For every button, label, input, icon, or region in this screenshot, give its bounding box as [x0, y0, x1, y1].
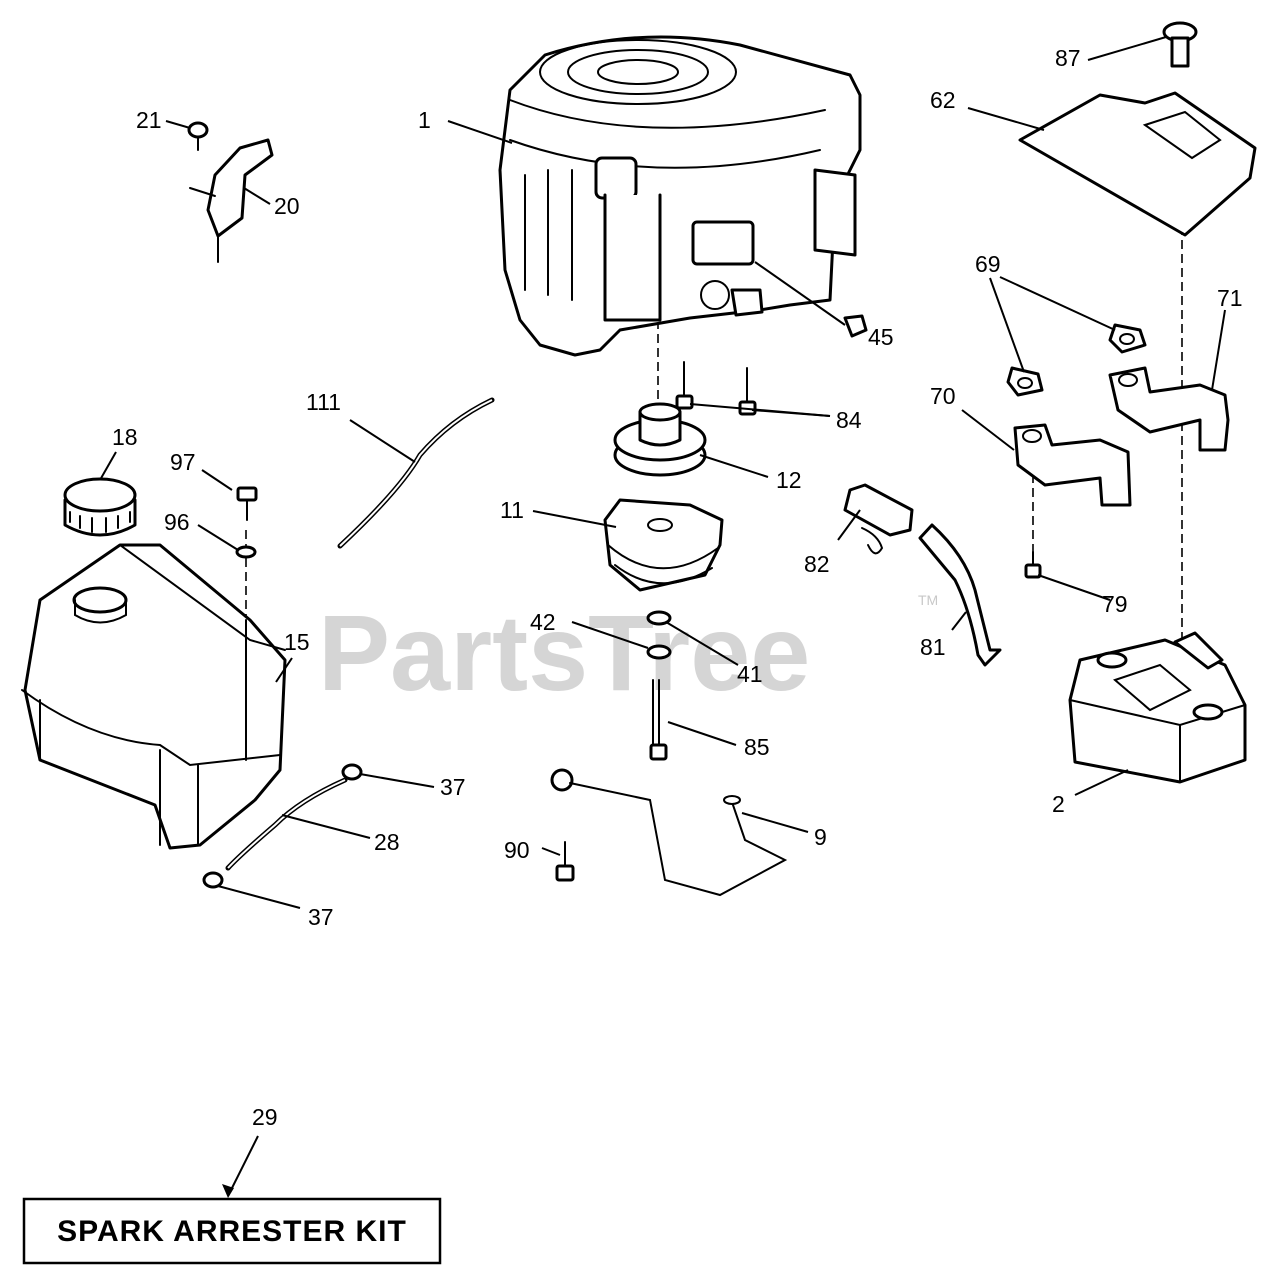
- callout-12: 12: [776, 467, 802, 493]
- rod-9-part[interactable]: [550, 768, 788, 897]
- leader-82: [837, 509, 861, 541]
- washer-96-part[interactable]: [235, 545, 257, 559]
- callout-37-lower: 37: [308, 904, 334, 930]
- leader-41: [665, 621, 739, 666]
- exhaust-pipe-70-part[interactable]: [1013, 423, 1132, 507]
- washer-42-part[interactable]: [646, 610, 672, 626]
- leader-111: [349, 419, 416, 463]
- leader-11: [532, 510, 617, 528]
- callout-97: 97: [170, 449, 196, 475]
- hose-81-part[interactable]: [918, 523, 1002, 667]
- leader-81: [951, 611, 967, 631]
- callout-79: 79: [1102, 591, 1128, 617]
- leader-42: [571, 621, 649, 649]
- leader-70: [961, 409, 1015, 451]
- leader-1: [447, 120, 513, 144]
- callout-71: 71: [1217, 285, 1243, 311]
- leader-85: [667, 721, 737, 746]
- leader-29: [227, 1135, 259, 1197]
- leader-79: [1037, 574, 1111, 601]
- callout-70: 70: [930, 383, 956, 409]
- leader-15: [275, 657, 293, 683]
- leader-21: [165, 120, 191, 129]
- callout-20: 20: [274, 193, 300, 219]
- callout-42: 42: [530, 609, 556, 635]
- nut-45-part[interactable]: [843, 314, 868, 338]
- fuel-cap-18-part[interactable]: [63, 477, 137, 537]
- callout-69: 69: [975, 251, 1001, 277]
- bolt-90-part[interactable]: [555, 841, 575, 882]
- callout-82: 82: [804, 551, 830, 577]
- watermark-brand: PartsTree: [318, 592, 810, 713]
- pulley-12-part[interactable]: [613, 402, 707, 477]
- callout-21: 21: [136, 107, 162, 133]
- watermark-trademark: TM: [918, 592, 938, 608]
- leader-69b: [999, 276, 1116, 331]
- washer-41-part[interactable]: [646, 644, 672, 660]
- leader-90: [541, 847, 561, 856]
- screw-87-part[interactable]: [1162, 21, 1198, 68]
- heat-shield-62-part[interactable]: [1018, 91, 1257, 237]
- callout-18: 18: [112, 424, 138, 450]
- leader-37a: [359, 773, 435, 788]
- callout-2: 2: [1052, 791, 1065, 817]
- leader-62: [967, 107, 1045, 131]
- leader-71: [1211, 309, 1226, 391]
- callout-29: 29: [252, 1104, 278, 1130]
- callout-84: 84: [836, 407, 862, 433]
- callout-9: 9: [814, 824, 827, 850]
- bracket-20-part[interactable]: [189, 138, 274, 263]
- callout-45: 45: [868, 324, 894, 350]
- spark-arrester-kit-label: SPARK ARRESTER KIT: [57, 1215, 407, 1248]
- screw-79-part[interactable]: [1024, 551, 1042, 579]
- callout-81: 81: [920, 634, 946, 660]
- callout-28: 28: [374, 829, 400, 855]
- clamp-37-upper-part[interactable]: [341, 763, 363, 781]
- callout-85: 85: [744, 734, 770, 760]
- clutch-11-part[interactable]: [603, 498, 724, 592]
- leader-37b: [217, 885, 301, 909]
- leader-97: [201, 469, 233, 491]
- leader-12: [699, 454, 769, 478]
- gasket-69-part[interactable]: [1006, 323, 1147, 397]
- callout-1: 1: [418, 107, 431, 133]
- leader-9: [741, 812, 809, 833]
- callout-37-upper: 37: [440, 774, 466, 800]
- leader-29-arrowhead: [222, 1184, 234, 1198]
- callout-96: 96: [164, 509, 190, 535]
- bolt-85-part[interactable]: [649, 679, 668, 761]
- clamp-37-lower-part[interactable]: [202, 871, 224, 889]
- callout-41: 41: [737, 661, 763, 687]
- leader-69a: [989, 277, 1025, 373]
- leader-2: [1074, 769, 1129, 796]
- leader-18: [99, 451, 117, 481]
- bolt-97-part[interactable]: [236, 486, 258, 521]
- leader-28: [281, 814, 371, 839]
- spark-arrester-kit-box: [22, 1197, 442, 1265]
- callout-15: 15: [284, 629, 310, 655]
- fuel-tank-15-part[interactable]: [21, 543, 287, 850]
- spark-arrester-kit[interactable]: 29 SPARK ARRESTER KIT: [22, 1104, 442, 1265]
- leader-84b: [751, 409, 831, 417]
- fuel-line-28-part[interactable]: [225, 777, 348, 871]
- callout-11: 11: [500, 497, 524, 523]
- callout-62: 62: [930, 87, 956, 113]
- leader-45: [754, 261, 846, 326]
- muffler-2-part[interactable]: [1068, 631, 1247, 784]
- leader-96: [197, 524, 239, 551]
- engine-part[interactable]: [498, 35, 862, 357]
- fuel-filter-82-part[interactable]: [843, 483, 914, 555]
- hose-111-part[interactable]: [337, 397, 495, 549]
- callout-87: 87: [1055, 45, 1081, 71]
- screw-21-part[interactable]: [187, 121, 209, 151]
- leader-87: [1087, 36, 1167, 61]
- exhaust-pipe-71-part[interactable]: [1108, 366, 1230, 452]
- callout-90: 90: [504, 837, 530, 863]
- leader-20: [243, 187, 271, 205]
- callout-111: 111: [306, 389, 341, 415]
